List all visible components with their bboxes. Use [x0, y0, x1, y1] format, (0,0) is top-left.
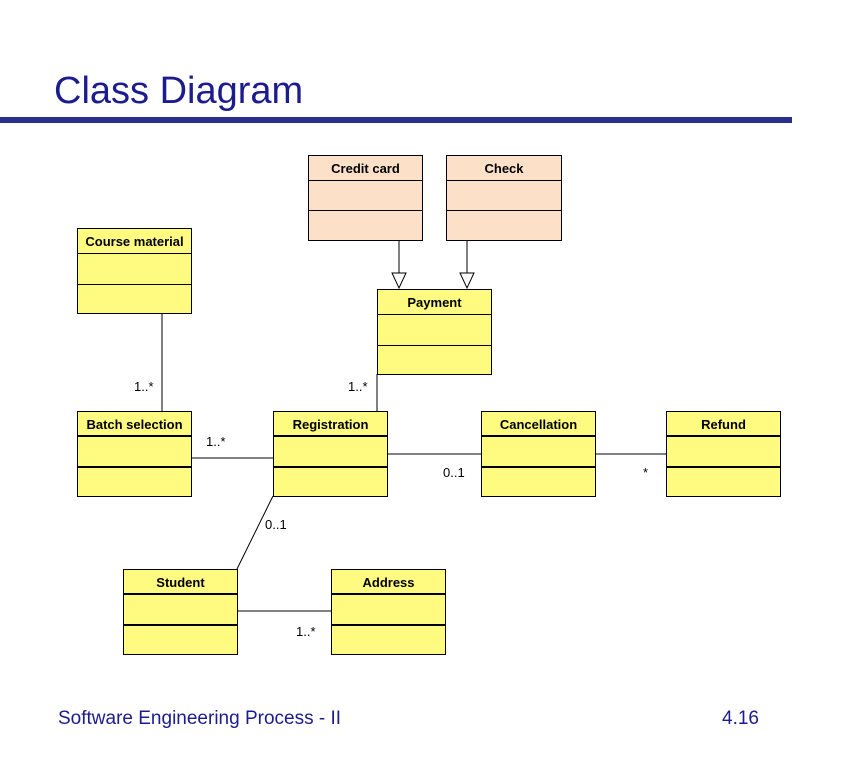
class-attributes — [124, 595, 237, 626]
class-registration[interactable]: Registration — [273, 411, 388, 497]
class-student[interactable]: Student — [123, 569, 238, 655]
class-name: Registration — [274, 412, 387, 437]
class-course-material[interactable]: Course material — [77, 228, 192, 314]
multiplicity-course-batch: 1..* — [134, 379, 154, 394]
multiplicity-student-address: 1..* — [296, 624, 316, 639]
class-attributes — [78, 437, 191, 468]
class-attributes — [332, 595, 445, 626]
multiplicity-cancellation-refund: * — [643, 465, 649, 480]
class-name: Batch selection — [78, 412, 191, 437]
class-payment[interactable]: Payment — [377, 289, 492, 375]
class-name: Payment — [378, 290, 491, 315]
class-name: Credit card — [309, 156, 422, 181]
slide-title: Class Diagram — [54, 70, 304, 112]
footer-slide-number: 4.16 — [722, 708, 759, 729]
class-attributes — [482, 437, 595, 468]
class-attributes — [378, 315, 491, 346]
class-credit-card[interactable]: Credit card — [308, 155, 423, 241]
class-name: Check — [447, 156, 561, 181]
class-name: Address — [332, 570, 445, 595]
class-name: Student — [124, 570, 237, 595]
class-attributes — [78, 254, 191, 285]
title-rule — [0, 117, 792, 123]
class-check[interactable]: Check — [446, 155, 562, 241]
class-name: Course material — [78, 229, 191, 254]
multiplicity-registration-student: 0..1 — [265, 517, 287, 532]
class-attributes — [667, 437, 780, 468]
footer-course-title: Software Engineering Process - II — [58, 708, 342, 729]
class-refund[interactable]: Refund — [666, 411, 781, 497]
class-address[interactable]: Address — [331, 569, 446, 655]
class-attributes — [274, 437, 387, 468]
class-name: Cancellation — [482, 412, 595, 437]
class-batch-selection[interactable]: Batch selection — [77, 411, 192, 497]
assoc-registration-student — [236, 495, 274, 570]
class-attributes — [447, 181, 561, 211]
multiplicity-registration-cancellation: 0..1 — [443, 465, 465, 480]
multiplicity-payment-registration: 1..* — [348, 379, 368, 394]
class-name: Refund — [667, 412, 780, 437]
generalization-arrowhead-check — [459, 272, 475, 290]
class-cancellation[interactable]: Cancellation — [481, 411, 596, 497]
class-attributes — [309, 181, 422, 211]
multiplicity-batch-registration: 1..* — [206, 434, 226, 449]
generalization-arrowhead-creditcard — [391, 272, 407, 290]
